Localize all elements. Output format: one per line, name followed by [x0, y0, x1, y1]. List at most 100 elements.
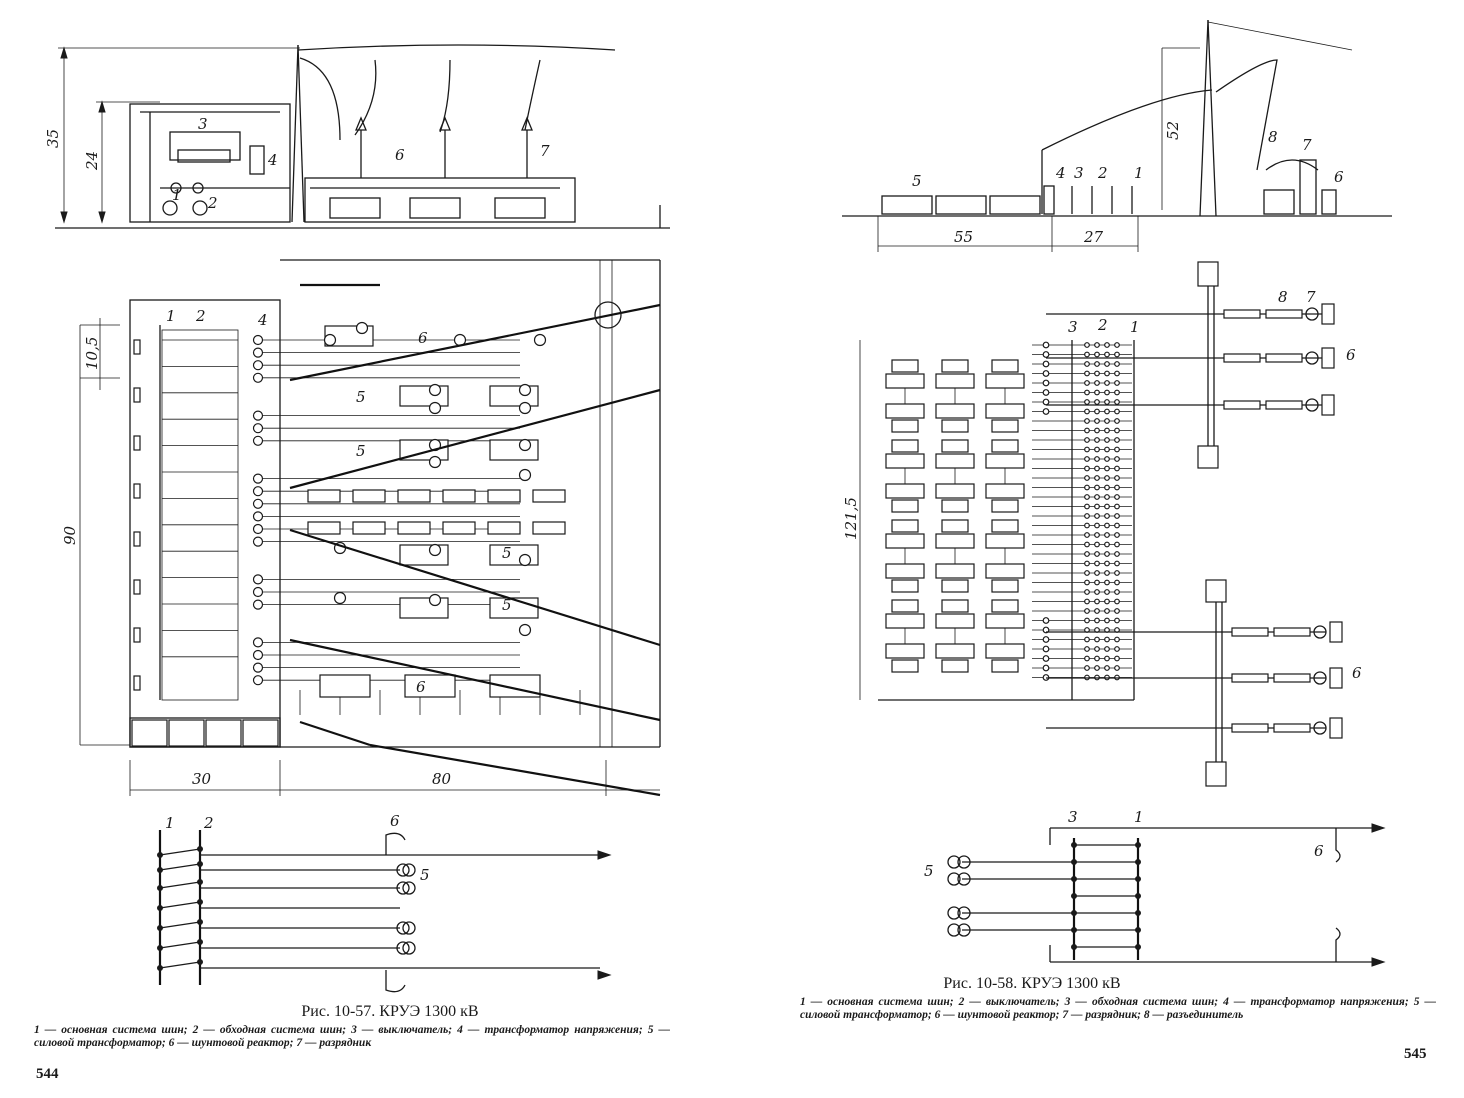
breaker-node: [1084, 456, 1090, 462]
dim-width-b: 80: [432, 770, 452, 788]
breaker-node: [1084, 446, 1090, 453]
wall-window: [133, 483, 141, 499]
transformer-block: [489, 597, 539, 619]
breaker-node: [1094, 665, 1100, 671]
dim-height-inner: 24: [83, 151, 101, 171]
bypass-node: [1042, 398, 1050, 406]
transformer-symbol: [957, 855, 971, 869]
breaker-node: [1114, 437, 1120, 443]
elev-r-label-7: 7: [1302, 136, 1312, 154]
bypass-node: [1042, 341, 1050, 349]
sld-r-label-1: 1: [1134, 808, 1144, 826]
transformer-symbol: [402, 921, 416, 935]
breaker-node: [1104, 636, 1110, 643]
transformer-symbol: [402, 941, 416, 955]
breaker-node: [1084, 418, 1090, 424]
breaker-node: [518, 623, 532, 637]
bay-node: [252, 675, 264, 686]
breaker-node: [1104, 418, 1110, 424]
transformer-part: [935, 533, 975, 549]
bay-node: [252, 574, 264, 585]
breaker-node: [1114, 351, 1120, 358]
transformer-symbol: [947, 855, 961, 869]
transformer-part: [991, 599, 1019, 613]
bay-node: [252, 423, 264, 434]
wall-window: [133, 627, 141, 643]
breaker-node: [1084, 598, 1090, 605]
breaker-node: [1094, 541, 1100, 548]
reactor-symbol: [1335, 927, 1341, 962]
breaker-node: [1114, 446, 1120, 453]
feeder-element: [1273, 723, 1311, 733]
breaker-node: [1114, 513, 1120, 519]
transformer-part: [985, 403, 1025, 419]
feeder-element: [1231, 627, 1269, 637]
feeder-element: [1223, 400, 1261, 410]
breaker-node: [1094, 494, 1100, 500]
transformer-part: [891, 419, 919, 433]
breaker-node: [1114, 380, 1120, 386]
elevation-view: 35 24 3 4: [44, 44, 670, 229]
breaker-node: [1104, 380, 1110, 386]
elev-label-7: 7: [540, 142, 550, 160]
plan-r-label-1: 1: [1130, 318, 1140, 336]
breaker-node: [1084, 427, 1090, 434]
transformer-part: [885, 453, 925, 469]
plan-label-1: 1: [166, 307, 176, 325]
breaker-node: [1084, 570, 1090, 576]
transformer-part: [941, 579, 969, 593]
breaker-node: [1094, 389, 1100, 396]
plan-label-5b: 5: [356, 442, 366, 460]
plan-label-6b: 6: [416, 678, 426, 696]
cell-block: [487, 489, 521, 503]
breaker-node: [1094, 380, 1100, 386]
breaker-node: [1094, 408, 1100, 415]
plan-view-right: 121,5 3 2 1 8 7 6 6: [842, 261, 1362, 787]
dim-depth-total: 90: [61, 525, 79, 545]
transformer-part: [991, 499, 1019, 513]
legend-fig-10-58: 1 — основная система шин; 2 — выключател…: [800, 996, 1436, 1021]
breaker-node: [1094, 370, 1100, 377]
breaker-node: [1114, 475, 1120, 481]
plan-label-6a: 6: [418, 329, 428, 347]
breaker-node: [1084, 560, 1090, 567]
bay-node: [252, 473, 264, 484]
bay-link: [159, 881, 201, 889]
transformer-part: [985, 643, 1025, 659]
bay-node: [252, 410, 264, 421]
base-cell: [131, 719, 168, 747]
plan-label-2: 2: [195, 307, 206, 325]
breaker-node: [1104, 551, 1110, 557]
cell-block: [532, 489, 566, 503]
breaker-node: [1094, 427, 1100, 434]
plan-r-label-6b: 6: [1352, 664, 1362, 682]
breaker-node: [1084, 636, 1090, 643]
transformer-part: [985, 613, 1025, 629]
feeder-element: [1265, 353, 1303, 363]
bay-node: [252, 523, 264, 535]
plan-label-4: 4: [257, 311, 268, 329]
cell-block: [307, 489, 341, 503]
breaker-node: [1084, 608, 1090, 614]
sld-label-2: 2: [203, 814, 214, 832]
transformer-symbol: [396, 941, 410, 955]
breaker-node: [1104, 494, 1110, 500]
elev-r-label-4: 4: [1055, 164, 1066, 182]
breaker-node: [1104, 579, 1110, 586]
reactor-block: [489, 674, 541, 698]
breaker-node: [1114, 579, 1120, 586]
bypass-node: [1042, 645, 1050, 653]
breaker-rows: [1032, 341, 1132, 681]
feeder-element: [1231, 673, 1269, 683]
bay-rows: [131, 321, 581, 747]
breaker-node: [1104, 617, 1110, 624]
breaker-node: [1114, 427, 1120, 434]
breaker-node: [1114, 465, 1120, 472]
breaker-node: [1094, 579, 1100, 586]
feeder-element: [1223, 309, 1261, 319]
breaker-node: [1104, 437, 1110, 443]
transformer-part: [985, 373, 1025, 389]
breaker-node: [1084, 532, 1090, 538]
breaker-node: [1104, 399, 1110, 405]
breaker-node: [1104, 475, 1110, 481]
